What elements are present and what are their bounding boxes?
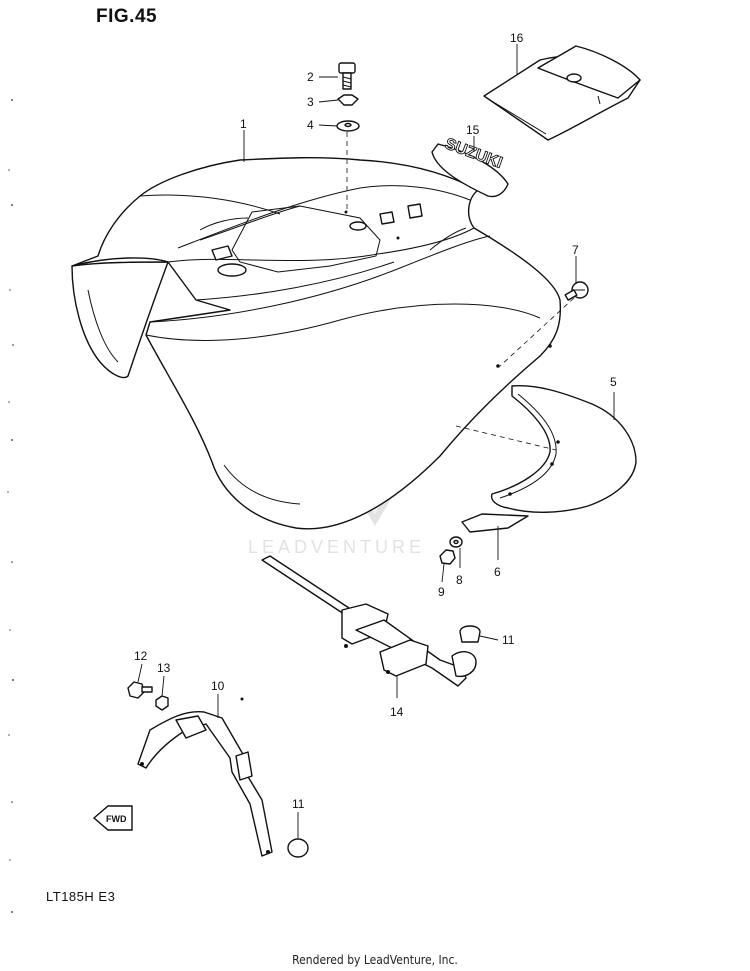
model-label: LT185H E3 (46, 889, 116, 904)
callout-15: 15 (466, 123, 480, 137)
callout-4: 4 (307, 118, 314, 132)
callout-11-lower: 11 (292, 797, 305, 811)
fwd-arrow: FWD (92, 805, 133, 831)
scan-specks (7, 99, 14, 913)
reference-dot (240, 697, 244, 701)
leader-lines (137, 44, 615, 838)
callout-1: 1 (240, 117, 247, 131)
callout-11-upper: 11 (502, 633, 515, 647)
callout-7: 7 (572, 243, 579, 257)
fwd-text: FWD (106, 814, 127, 824)
callout-6: 6 (494, 565, 501, 579)
callout-14: 14 (390, 705, 404, 719)
callout-10: 10 (211, 679, 225, 693)
mount-bracket[interactable] (261, 555, 477, 687)
nut[interactable] (337, 94, 359, 106)
tool-bag[interactable] (483, 45, 641, 141)
callout-5: 5 (610, 375, 617, 389)
mud-flap[interactable] (490, 384, 637, 513)
callout-8: 8 (456, 573, 463, 587)
bracket-nut[interactable] (155, 695, 169, 711)
rubber-cap-lower[interactable] (287, 838, 309, 858)
bolt[interactable] (338, 62, 356, 90)
rear-stay[interactable] (137, 711, 273, 857)
callout-16: 16 (510, 31, 524, 45)
rubber-cap-upper[interactable] (459, 625, 481, 643)
bracket-bolt[interactable] (127, 681, 153, 699)
flap-washer[interactable] (449, 536, 463, 548)
callout-13: 13 (157, 661, 171, 675)
callout-9: 9 (438, 585, 445, 599)
washer[interactable] (336, 120, 360, 132)
fender-screw[interactable] (564, 281, 589, 301)
callout-3: 3 (307, 95, 314, 109)
flap-nut[interactable] (439, 549, 456, 565)
screw-centerline (499, 297, 575, 367)
callouts: 1 2 3 4 5 6 7 8 9 10 11 11 12 13 14 15 1… (134, 31, 617, 811)
rear-fender[interactable] (71, 157, 562, 530)
flap-plate[interactable] (461, 513, 529, 533)
footer-credit: Rendered by LeadVenture, Inc. (292, 953, 458, 967)
callout-12: 12 (134, 649, 148, 663)
watermark-text: LEADVENTURE (248, 537, 425, 557)
flap-centerline (455, 425, 557, 451)
figure-title: FIG.45 (96, 6, 158, 27)
callout-2: 2 (307, 70, 314, 84)
